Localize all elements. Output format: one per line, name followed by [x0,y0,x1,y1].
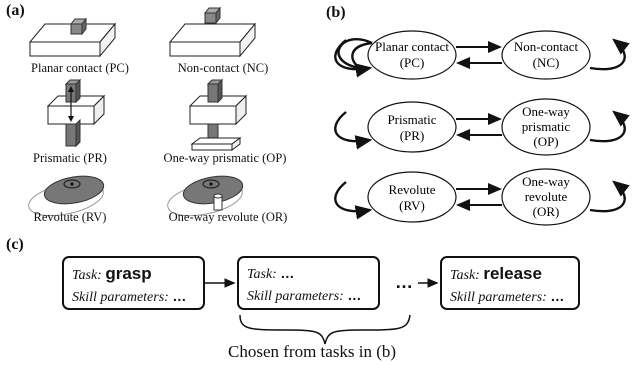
node-label: One-way [522,174,570,189]
brace-caption: Chosen from tasks in (b) [228,342,397,361]
skill-label: Skill parameters [247,289,340,304]
node-label: Planar contact [375,39,449,54]
skill-value: … [347,287,362,303]
caption-planar-contact: Planar contact (PC) [31,61,129,75]
task-label: Task [247,267,273,282]
node-non-contact [501,30,591,80]
task-name: release [483,264,542,283]
node-label: Non-contact [514,39,579,54]
graph-row-2: Prismatic (PR) One-way prismatic (OP) [334,98,630,156]
brace [239,314,411,345]
caption-one-way-revolute: One-way revolute (OR) [168,210,288,224]
node-label: revolute [525,189,568,204]
node-prismatic [367,101,457,153]
skill-label: Skill parameters [450,290,543,305]
sequence-ellipsis: … [395,272,413,292]
node-revolute [367,171,457,223]
revolute-illustration [28,175,105,217]
node-label: (NC) [533,55,560,70]
task-label: Task [72,268,98,283]
panel-label-a: (a) [6,2,25,19]
caption-revolute: Revolute (RV) [33,210,107,224]
node-label: prismatic [522,119,571,134]
prismatic-illustration [46,78,106,148]
non-contact-illustration [168,6,257,58]
planar-contact-illustration [28,17,117,58]
node-label: Revolute [389,182,436,197]
node-label: (RV) [399,198,425,213]
panel-label-b: (b) [326,4,346,21]
node-planar-contact [367,30,457,80]
node-one-way-revolute [501,168,591,226]
task-box-release: Task: release Skill parameters: … [440,256,580,310]
node-one-way-prismatic [501,98,591,156]
node-label: Prismatic [387,112,436,127]
skill-label: Skill parameters [72,290,165,305]
task-label: Task [450,268,476,283]
caption-non-contact: Non-contact (NC) [177,61,269,75]
node-label: (OR) [533,204,560,219]
task-box-grasp: Task: grasp Skill parameters: … [62,256,205,310]
sequence-arrows [205,278,439,345]
task-name: … [280,265,295,281]
node-label: (OP) [533,134,558,149]
graph-row-1: Planar contact (PC) Non-contact (NC) [334,30,630,80]
one-way-revolute-illustration [167,175,244,217]
caption-one-way-prismatic: One-way prismatic (OP) [163,151,287,165]
node-label: One-way [522,104,570,119]
skill-value: … [550,288,565,304]
skill-value: … [172,288,187,304]
node-label: (PC) [400,55,425,70]
task-box-middle: Task: … Skill parameters: … [237,256,380,310]
transition-graph: Planar contact (PC) Non-contact (NC) Pri… [334,30,630,226]
graph-row-3: Revolute (RV) One-way revolute (OR) [334,168,630,226]
joint-illustrations [28,6,257,217]
caption-prismatic: Prismatic (PR) [33,151,107,165]
panel-label-c: (c) [6,236,24,253]
task-name: grasp [105,264,152,283]
one-way-prismatic-illustration [188,78,248,151]
node-label: (PR) [400,128,425,143]
